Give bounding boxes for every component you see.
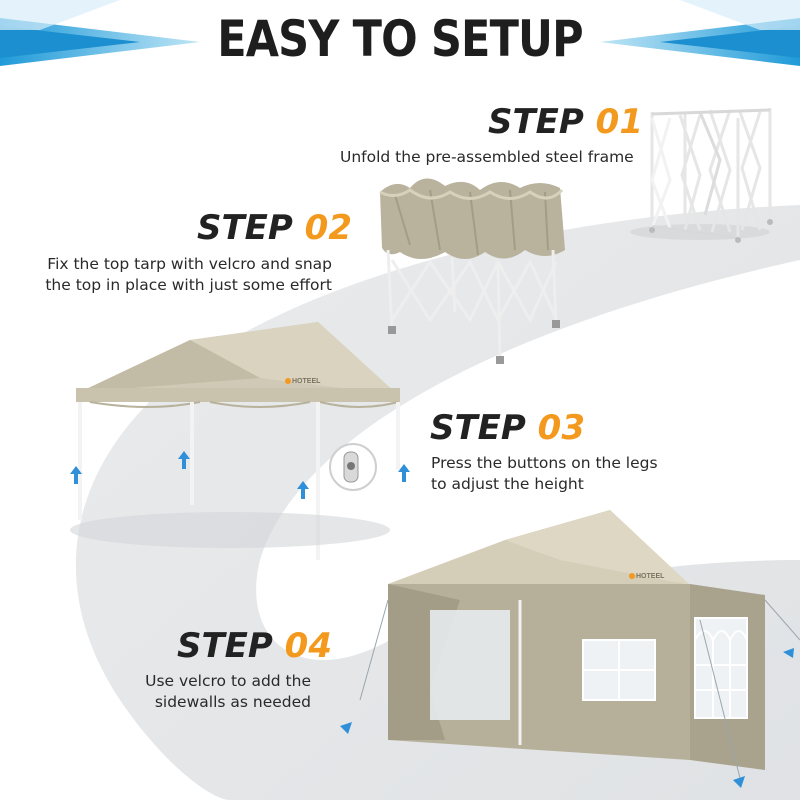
step-3-word: STEP [430,408,526,448]
step-4-heading: STEP 04 [177,626,332,666]
step-3-line-2: to adjust the height [431,475,584,493]
step-4-line-2: sidewalls as needed [154,693,311,711]
step-4-word: STEP [177,626,273,666]
step-2-number: 02 [304,208,352,248]
step-2-heading: STEP 02 [197,208,352,248]
step-1-word: STEP [488,102,584,142]
step-3-line-1: Press the buttons on the legs [431,454,658,472]
step-4-description: Use velcro to add the sidewalls as neede… [145,671,311,713]
step-2-line-2: the top in place with just some effort [45,276,332,294]
step-2-line-1: Fix the top tarp with velcro and snap [47,255,332,273]
step-4-line-1: Use velcro to add the [145,672,311,690]
step-2-word: STEP [197,208,293,248]
step-1-line-1: Unfold the pre-assembled steel frame [340,148,634,166]
step-2-description: Fix the top tarp with velcro and snap th… [45,254,332,296]
step-4-number: 04 [284,626,332,666]
step-1-heading: STEP 01 [488,102,643,142]
step-3-heading: STEP 03 [430,408,585,448]
step-3-description: Press the buttons on the legs to adjust … [431,453,658,495]
step-1-number: 01 [595,102,643,142]
page-title: EASY TO SETUP [217,10,583,68]
step-3-number: 03 [537,408,585,448]
step-1-description: Unfold the pre-assembled steel frame [340,147,634,168]
